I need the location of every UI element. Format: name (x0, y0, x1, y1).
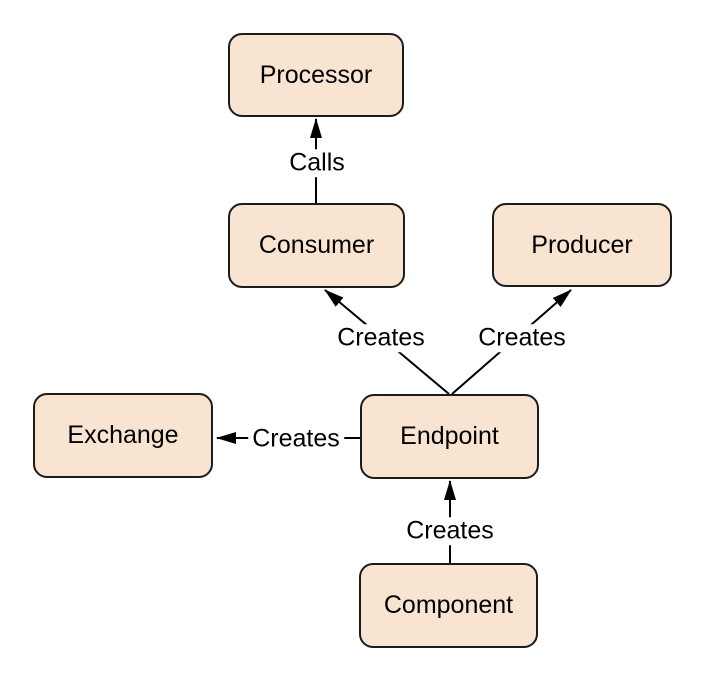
node-component: Component (359, 563, 538, 648)
edge-label-creates-exchange: Creates (248, 425, 344, 453)
edge-label-creates-component: Creates (402, 517, 498, 545)
node-processor: Processor (228, 33, 404, 117)
node-producer: Producer (492, 203, 672, 287)
node-endpoint: Endpoint (360, 394, 539, 479)
edge-label-creates-producer: Creates (474, 324, 570, 352)
node-consumer: Consumer (228, 203, 405, 288)
edge-label-creates-consumer: Creates (333, 324, 429, 352)
edge-label-calls: Calls (285, 149, 349, 177)
node-exchange: Exchange (33, 393, 213, 478)
